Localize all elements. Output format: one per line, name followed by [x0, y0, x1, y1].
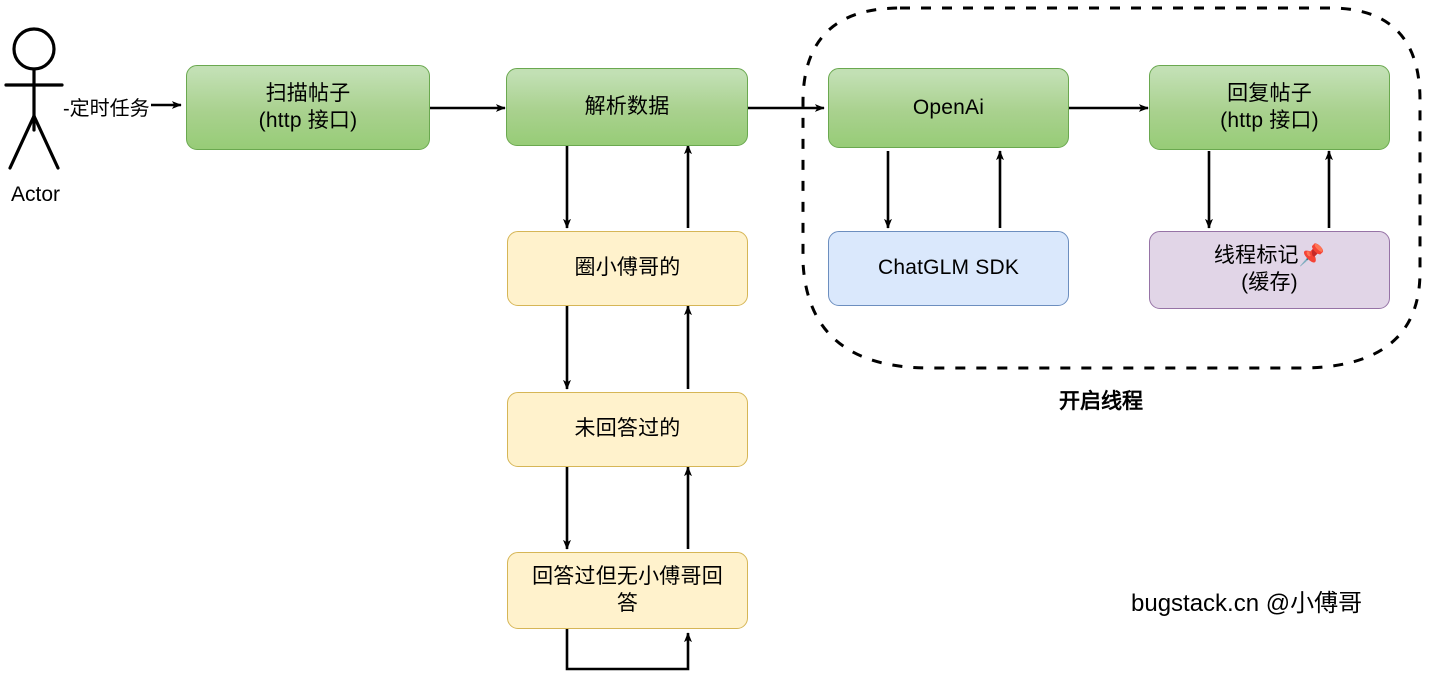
edge-answered-loop — [565, 629, 692, 671]
node-openai[interactable]: OpenAi — [828, 68, 1069, 148]
actor-caption: Actor — [11, 183, 61, 206]
node-thread-mark[interactable]: 线程标记📌 (缓存) — [1149, 231, 1390, 309]
node-answered-no-xfg[interactable]: 回答过但无小傅哥回 答 — [507, 552, 748, 629]
node-reply-post[interactable]: 回复帖子 (http 接口) — [1149, 65, 1390, 150]
node-mention-xfg[interactable]: 圈小傅哥的 — [507, 231, 748, 306]
thread-group-boundary — [801, 6, 1422, 370]
thread-group-label: 开启线程 — [1059, 390, 1143, 413]
node-scan-post[interactable]: 扫描帖子 (http 接口) — [186, 65, 430, 150]
actor-icon — [4, 27, 64, 170]
edge-label-scheduled-task: -定时任务 — [62, 92, 151, 121]
node-chatglm-sdk[interactable]: ChatGLM SDK — [828, 231, 1069, 306]
node-parse-data[interactable]: 解析数据 — [506, 68, 748, 146]
watermark: bugstack.cn @小傅哥 — [1131, 590, 1363, 617]
node-unanswered[interactable]: 未回答过的 — [507, 392, 748, 467]
